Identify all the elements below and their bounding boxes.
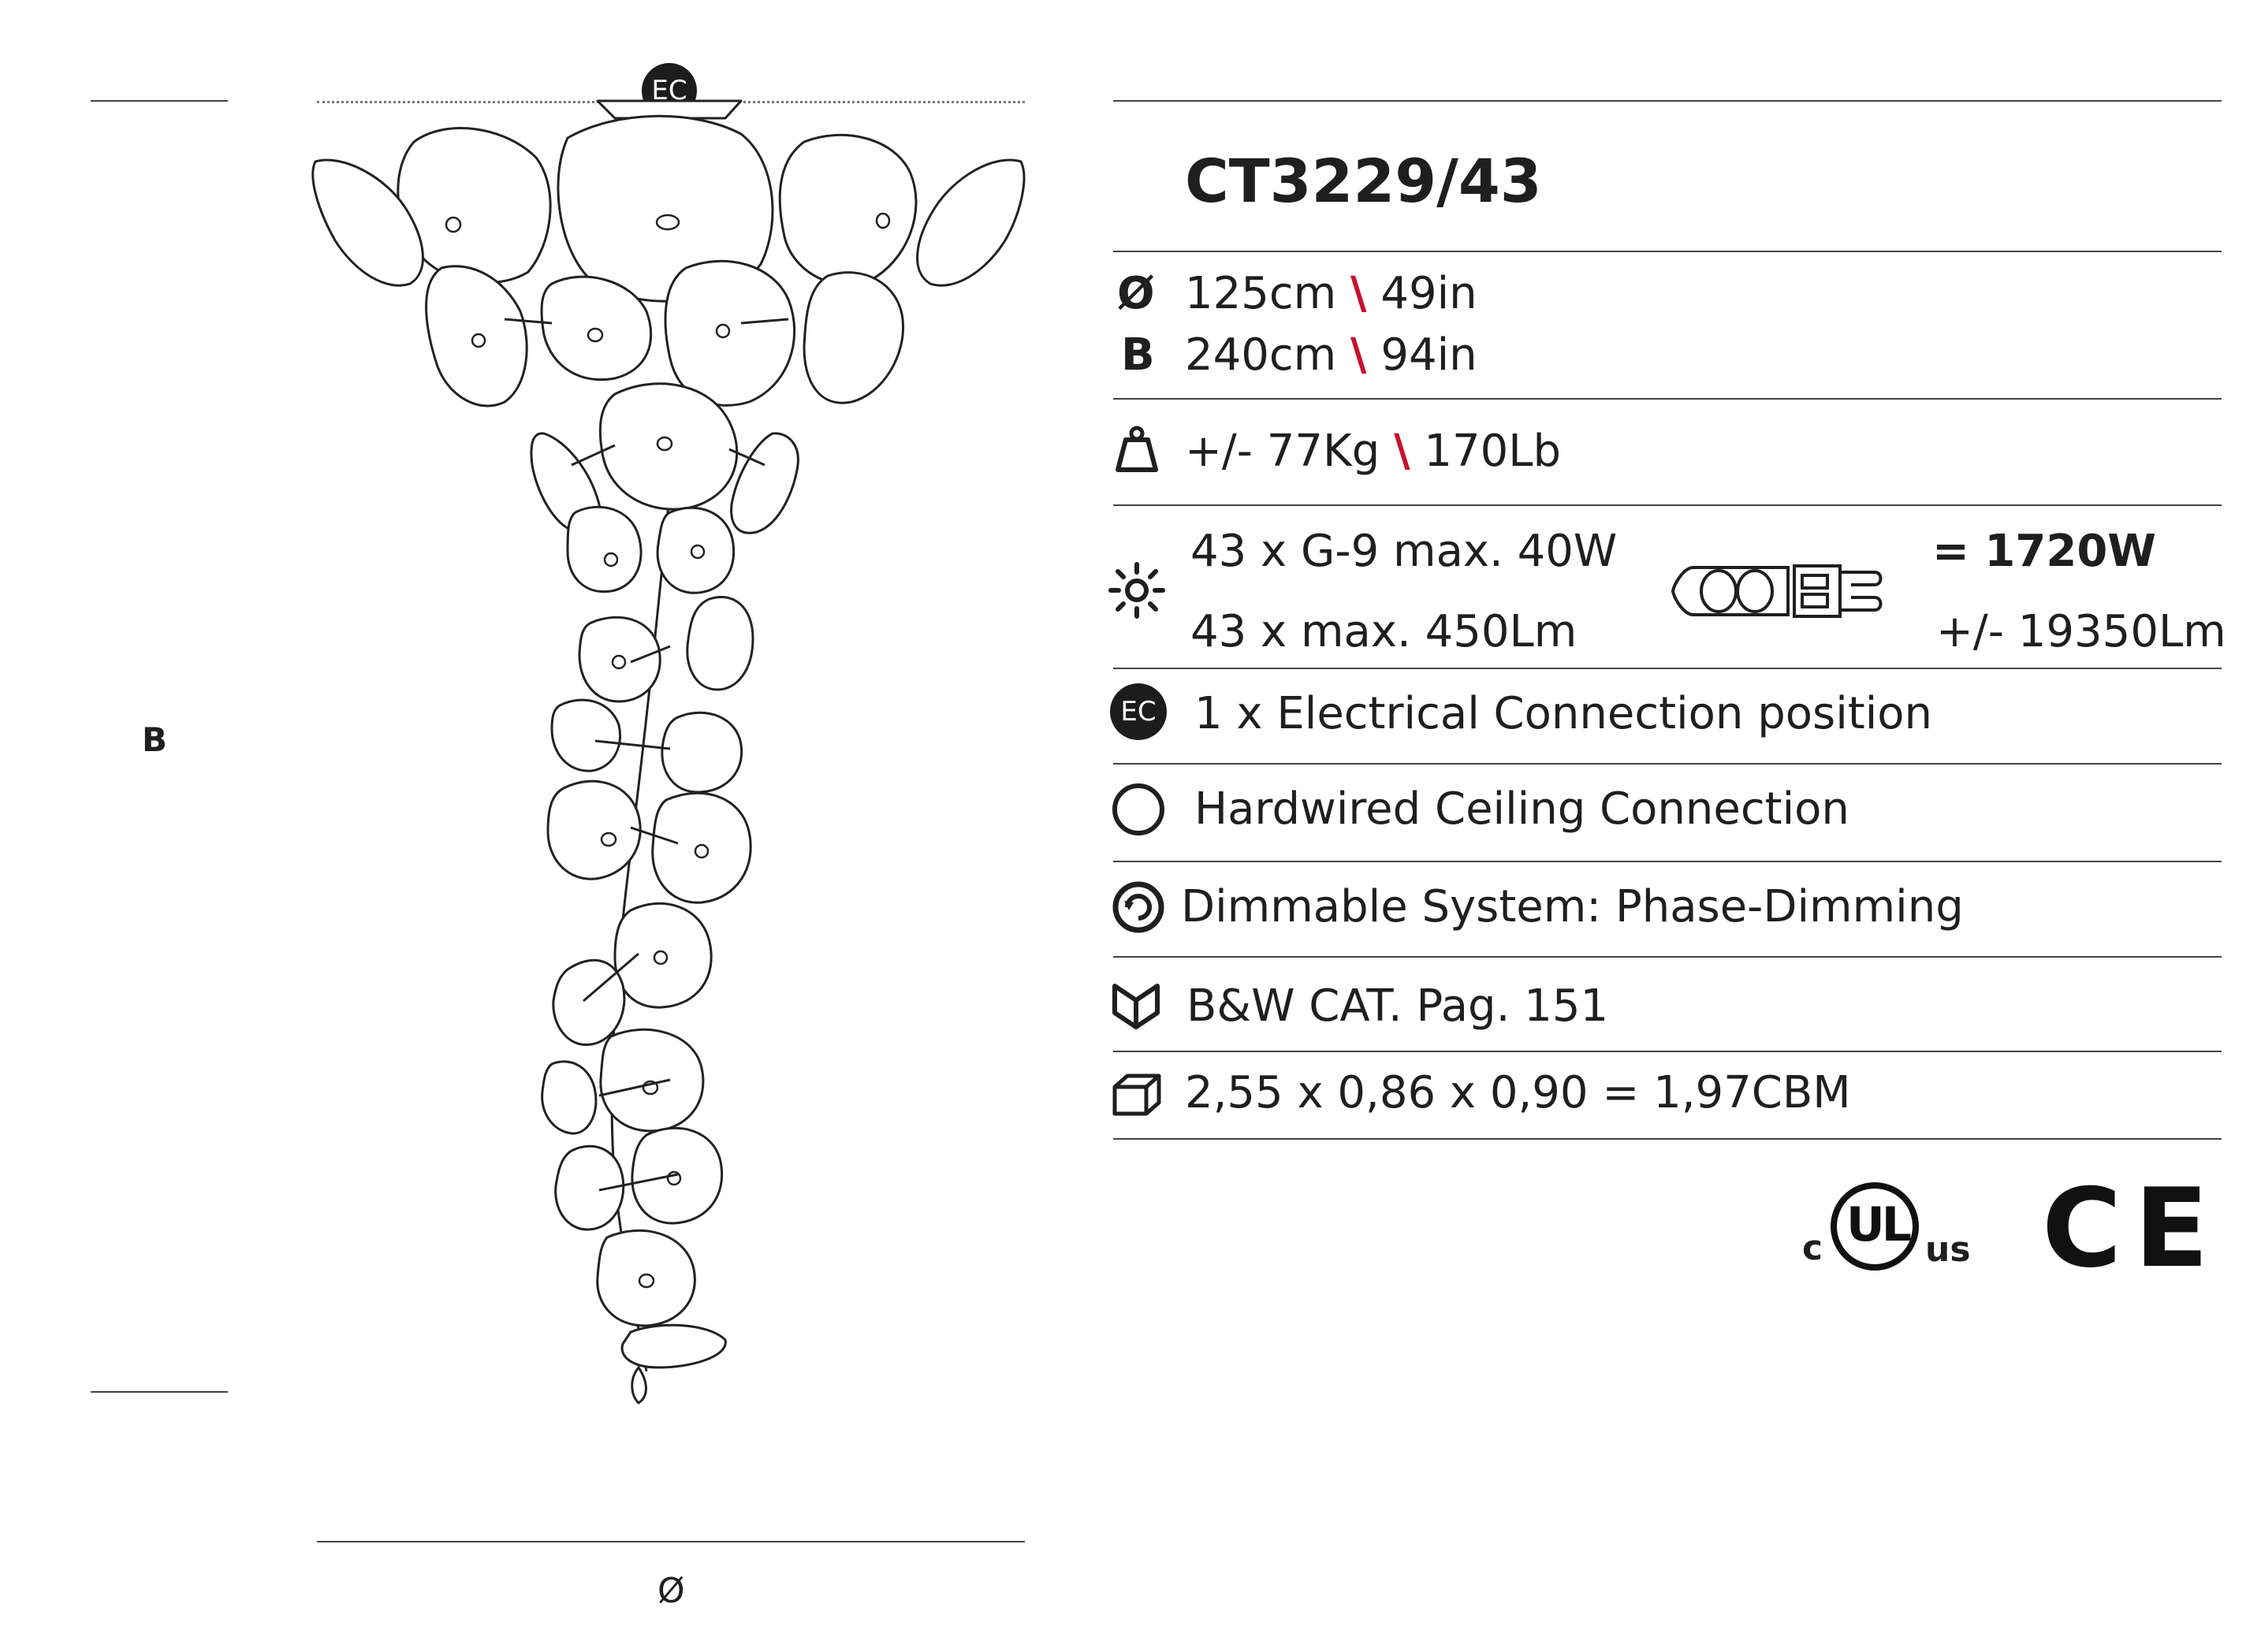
height-bottom-line: [91, 1391, 228, 1393]
weight-value: +/- 77Kg \ 170Lb: [1185, 430, 1561, 474]
catalog-icon: [1112, 984, 1160, 1029]
weight-icon: [1116, 426, 1158, 472]
box-icon: [1112, 1073, 1161, 1116]
height-metric: 240cm: [1185, 329, 1337, 381]
total-lumen: +/- 19350Lm: [1936, 606, 2226, 657]
chandelier-drawing: [311, 99, 1026, 1405]
row-divider: [1113, 763, 2222, 765]
sun-icon: [1108, 562, 1165, 619]
row-divider: [1113, 398, 2222, 400]
packing-text: 2,55 x 0,86 x 0,90 = 1,97CBM: [1185, 1067, 1851, 1118]
weight-metric: +/- 77Kg: [1185, 426, 1380, 477]
unit-separator: \: [1394, 426, 1410, 477]
row-divider: [1113, 504, 2222, 506]
unit-separator: \: [1350, 268, 1367, 319]
diameter-line: [317, 1541, 1025, 1542]
height-top-line: [91, 100, 228, 102]
cul-c: c: [1802, 1228, 1823, 1268]
ul-circle: [1831, 1182, 1919, 1271]
row-divider: [1113, 251, 2222, 252]
lumen-spec: 43 x max. 450Lm: [1190, 606, 1577, 657]
ceiling-text: Hardwired Ceiling Connection: [1194, 783, 1849, 835]
height-imperial: 94in: [1380, 329, 1477, 381]
diameter-icon: Ø: [1117, 268, 1155, 319]
model-title: CT3229/43: [1185, 146, 1542, 216]
ec-icon: EC: [1110, 683, 1167, 740]
row-divider: [1113, 100, 2222, 102]
ul-text: UL: [1846, 1197, 1912, 1252]
row-divider: [1113, 1051, 2222, 1052]
catalog-text: B&W CAT. Pag. 151: [1186, 980, 1609, 1032]
diameter-imperial: 49in: [1380, 268, 1477, 319]
cul-us: us: [1925, 1230, 1971, 1270]
diameter-label: Ø: [657, 1571, 685, 1611]
bulb-spec: 43 x G-9 max. 40W: [1190, 526, 1618, 577]
row-divider: [1113, 956, 2222, 958]
height-label: B: [142, 720, 168, 759]
ec-text: 1 x Electrical Connection position: [1194, 688, 1933, 739]
diameter-metric: 125cm: [1185, 268, 1337, 319]
dimension-diameter: 125cm \ 49in: [1185, 272, 1477, 316]
row-divider: [1113, 1138, 2222, 1140]
cul-us-mark: c UL us: [1802, 1182, 1980, 1285]
row-divider: [1113, 668, 2222, 669]
row-divider: [1113, 861, 2222, 862]
total-power: = 1720W: [1932, 526, 2157, 577]
circle-icon: [1112, 783, 1164, 835]
g9-bulb-icon: [1671, 564, 1883, 618]
dimension-height: 240cm \ 94in: [1185, 333, 1477, 378]
ce-mark: CE: [2042, 1165, 2222, 1292]
dimming-text: Dimmable System: Phase-Dimming: [1181, 881, 1964, 932]
height-icon: B: [1121, 329, 1155, 381]
dimmer-icon: [1112, 881, 1164, 933]
weight-imperial: 170Lb: [1424, 426, 1562, 477]
unit-separator: \: [1350, 329, 1367, 381]
